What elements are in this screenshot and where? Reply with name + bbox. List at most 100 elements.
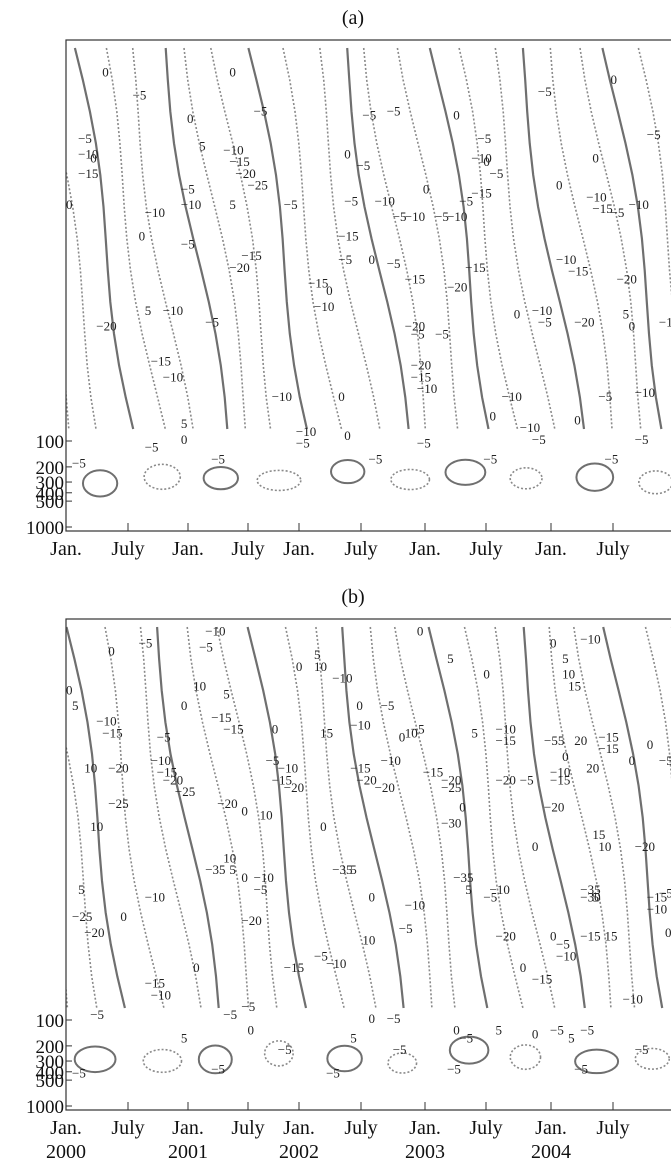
contour-line (573, 626, 636, 1009)
contour-line (104, 626, 165, 1009)
contour-value-label: 5 (350, 862, 357, 877)
contour-value-label: −10 (556, 252, 576, 267)
contour-value-label: 0 (556, 178, 563, 193)
contour-line (186, 626, 250, 1009)
x-tick-label: Jan. (409, 1117, 441, 1139)
contour-value-label: −10 (471, 150, 491, 165)
contour-value-label: −5 (139, 636, 153, 651)
contour-value-label: 0 (550, 636, 557, 651)
contour-value-label: 10 (362, 933, 375, 948)
contour-value-label: −20 (405, 318, 425, 333)
contour-line (494, 626, 556, 1009)
contour-value-label: −5 (483, 451, 497, 466)
contour-line (393, 626, 456, 1009)
contour-value-label: −10 (205, 624, 225, 639)
contour-value-label: −15 (471, 186, 491, 201)
contour-value-label: −15 (580, 929, 600, 944)
contour-value-label: −5 (435, 209, 449, 224)
contour-value-label: 5 (447, 651, 454, 666)
y-tick-label: 100 (36, 1011, 65, 1032)
contour-loop (263, 1040, 294, 1067)
contour-value-label: 0 (574, 412, 581, 427)
contour-value-label: −20 (635, 839, 655, 854)
contour-value-label: −5 (520, 772, 534, 787)
contour-value-label: −20 (447, 279, 467, 294)
contour-value-label: −15 (423, 765, 443, 780)
contour-value-label: −5 (199, 639, 213, 654)
contour-value-label: −25 (108, 796, 128, 811)
contour-value-label: −25 (248, 178, 268, 193)
contour-line (73, 47, 135, 430)
contour-value-label: −25 (72, 909, 92, 924)
x-tick-label: Jan. (50, 538, 82, 560)
contour-value-label: −10 (629, 197, 649, 212)
contour-value-label: −15 (211, 710, 231, 725)
contour-value-label: 0 (369, 890, 376, 905)
contour-value-label: 5 (562, 651, 569, 666)
contour-line (216, 626, 278, 1009)
contour-value-label: −10 (296, 424, 316, 439)
contour-value-label: 0 (369, 252, 376, 267)
y-tick-label: 300 (36, 1052, 65, 1073)
contour-line (315, 626, 377, 1009)
contour-line (602, 626, 664, 1009)
contour-value-label: −5 (477, 131, 491, 146)
contour-value-label: −10 (635, 385, 655, 400)
contour-value-label: −55 (544, 733, 564, 748)
contour-value-label: −10 (586, 189, 606, 204)
contour-value-label: −5 (411, 326, 425, 341)
x-year-label: 2003 (405, 1141, 445, 1160)
contour-value-label: −10 (550, 765, 570, 780)
x-tick-label: July (596, 1117, 629, 1139)
contour-value-label: −5 (338, 252, 352, 267)
x-tick-label: July (111, 538, 144, 560)
contour-value-label: 5 (496, 1023, 503, 1038)
contour-value-label: −20 (235, 166, 255, 181)
contour-value-label: −5 (72, 1066, 86, 1081)
contour-value-label: −10 (163, 369, 183, 384)
contour-line (139, 626, 202, 1009)
contour-line (637, 47, 671, 296)
contour-value-label: 0 (665, 925, 671, 940)
contour-value-label: 0 (417, 624, 424, 639)
x-tick-label: Jan. (172, 538, 204, 560)
contour-line (319, 47, 381, 430)
plot-frame (65, 618, 671, 1111)
contour-value-label: 0 (248, 1023, 255, 1038)
contour-value-label: −20 (108, 761, 128, 776)
contour-value-label: −10 (151, 753, 171, 768)
contour-value-label: −20 (217, 796, 237, 811)
contour-value-label: 0 (520, 960, 527, 975)
contour-value-label: −5 (266, 753, 280, 768)
y-tick-label: 500 (36, 492, 65, 513)
contour-line (341, 626, 405, 1009)
contour-value-label: 0 (66, 197, 73, 212)
contour-value-label: −15 (568, 264, 588, 279)
panel-a-label: (a) (342, 7, 364, 29)
contour-value-label: −15 (241, 248, 261, 263)
contour-value-label: −5 (538, 84, 552, 99)
contour-loop (387, 1052, 418, 1074)
contour-value-label: −5 (181, 182, 195, 197)
contour-value-label: −15 (647, 890, 667, 905)
contour-value-label: 0 (139, 229, 146, 244)
contour-value-label: 5 (314, 647, 321, 662)
x-year-label: 2000 (46, 1141, 86, 1160)
contour-value-label: −5 (369, 451, 383, 466)
contour-value-label: 0 (320, 819, 327, 834)
contour-line (548, 626, 612, 1009)
contour-loop (448, 1035, 490, 1065)
contour-value-label: 0 (490, 408, 497, 423)
contour-value-label: −35 (453, 870, 473, 885)
contour-value-label: −10 (405, 897, 425, 912)
contour-line (427, 626, 489, 1009)
contour-value-label: −20 (356, 772, 376, 787)
contour-value-label: −5 (211, 451, 225, 466)
contour-value-label: 0 (181, 432, 188, 447)
contour-value-label: 0 (629, 753, 636, 768)
contour-value-label: 5 (229, 862, 236, 877)
contour-loop (634, 1047, 671, 1070)
x-tick-label: July (596, 538, 629, 560)
